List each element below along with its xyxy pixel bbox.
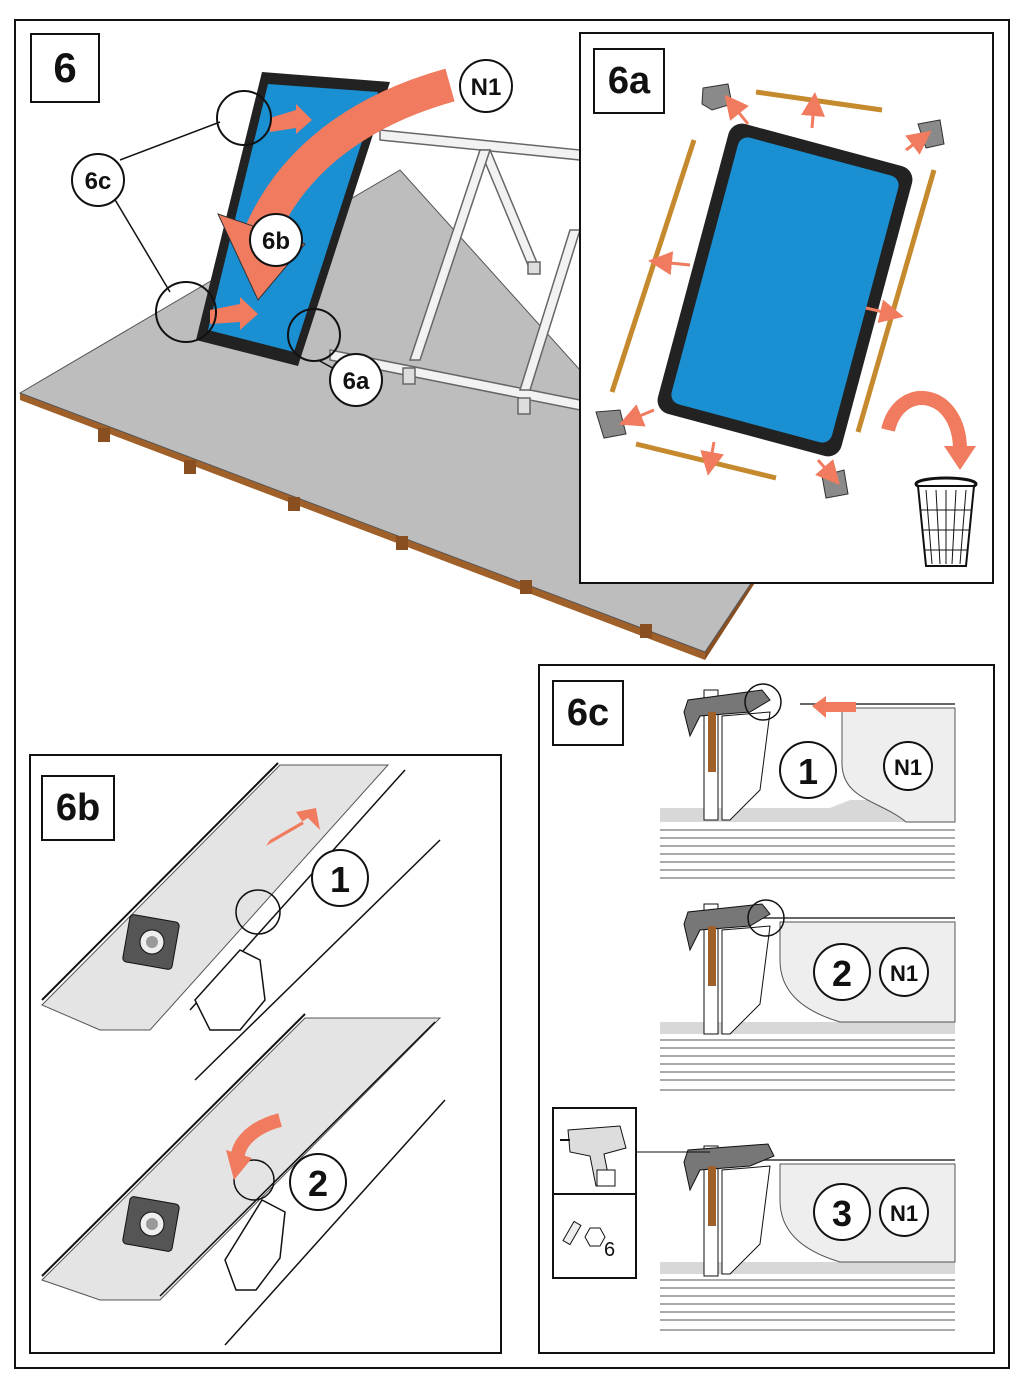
panel-6a-label: 6a [593, 48, 665, 114]
svg-text:N1: N1 [471, 74, 502, 101]
svg-text:N1: N1 [894, 755, 922, 780]
roof-battens [98, 428, 652, 638]
svg-text:1: 1 [798, 751, 818, 792]
svg-text:6: 6 [604, 1239, 615, 1261]
arrow-icon [812, 696, 856, 718]
svg-text:6c: 6c [85, 168, 112, 195]
panel-6c: 1 N1 2 N1 [538, 664, 995, 1354]
push-arrow-icon [270, 104, 312, 134]
svg-text:6a: 6a [343, 368, 370, 395]
arrow-icon [266, 808, 320, 846]
removal-arrows [618, 92, 932, 486]
panel-6b: 1 2 [29, 754, 502, 1354]
drill-icon [560, 1125, 627, 1187]
panel-6a [579, 32, 994, 584]
callout-6a: 6a [329, 353, 383, 407]
curved-arrow-icon [242, 68, 455, 247]
trash-bin-icon [914, 476, 978, 567]
svg-text:1: 1 [330, 859, 350, 900]
svg-text:N1: N1 [890, 1201, 918, 1226]
svg-text:6b: 6b [262, 228, 290, 255]
callout-6b: 6b [249, 213, 303, 267]
svg-text:N1: N1 [890, 961, 918, 986]
panel-6b-label: 6b [41, 775, 115, 841]
step-1-marker: 1 [311, 849, 369, 907]
svg-text:2: 2 [832, 953, 852, 994]
clamp-step-1: 1 N1 [660, 683, 956, 879]
svg-text:2: 2 [308, 1163, 328, 1204]
roof-edge-front [20, 393, 705, 660]
svg-text:3: 3 [832, 1193, 852, 1234]
callout-n1: N1 [459, 59, 513, 113]
step-2-marker: 2 [289, 1153, 347, 1211]
detail-step-2: 2 [41, 1013, 446, 1346]
clamp-step-2: 2 N1 [660, 899, 956, 1091]
callout-6c: 6c [71, 153, 125, 207]
main-scene: N1 6c 6b 6a [18, 59, 761, 660]
panel-6c-label: 6c [552, 680, 624, 746]
tool-box: 6 [552, 1107, 637, 1279]
page-frame [14, 19, 1010, 1369]
detail-circle-6c-top [216, 90, 272, 146]
bit-icon: 6 [562, 1220, 615, 1261]
curved-arrow-icon [881, 391, 967, 451]
detail-circle-6c-bottom [155, 281, 217, 343]
collector-6a [657, 123, 913, 457]
detail-step-1: 1 [41, 762, 441, 1081]
mounting-frame [329, 129, 582, 415]
push-arrow-icon [210, 297, 258, 330]
clamp-step-3: 3 N1 [636, 1143, 956, 1331]
detail-circle-6a [287, 308, 341, 362]
step-number: 6 [30, 33, 100, 103]
